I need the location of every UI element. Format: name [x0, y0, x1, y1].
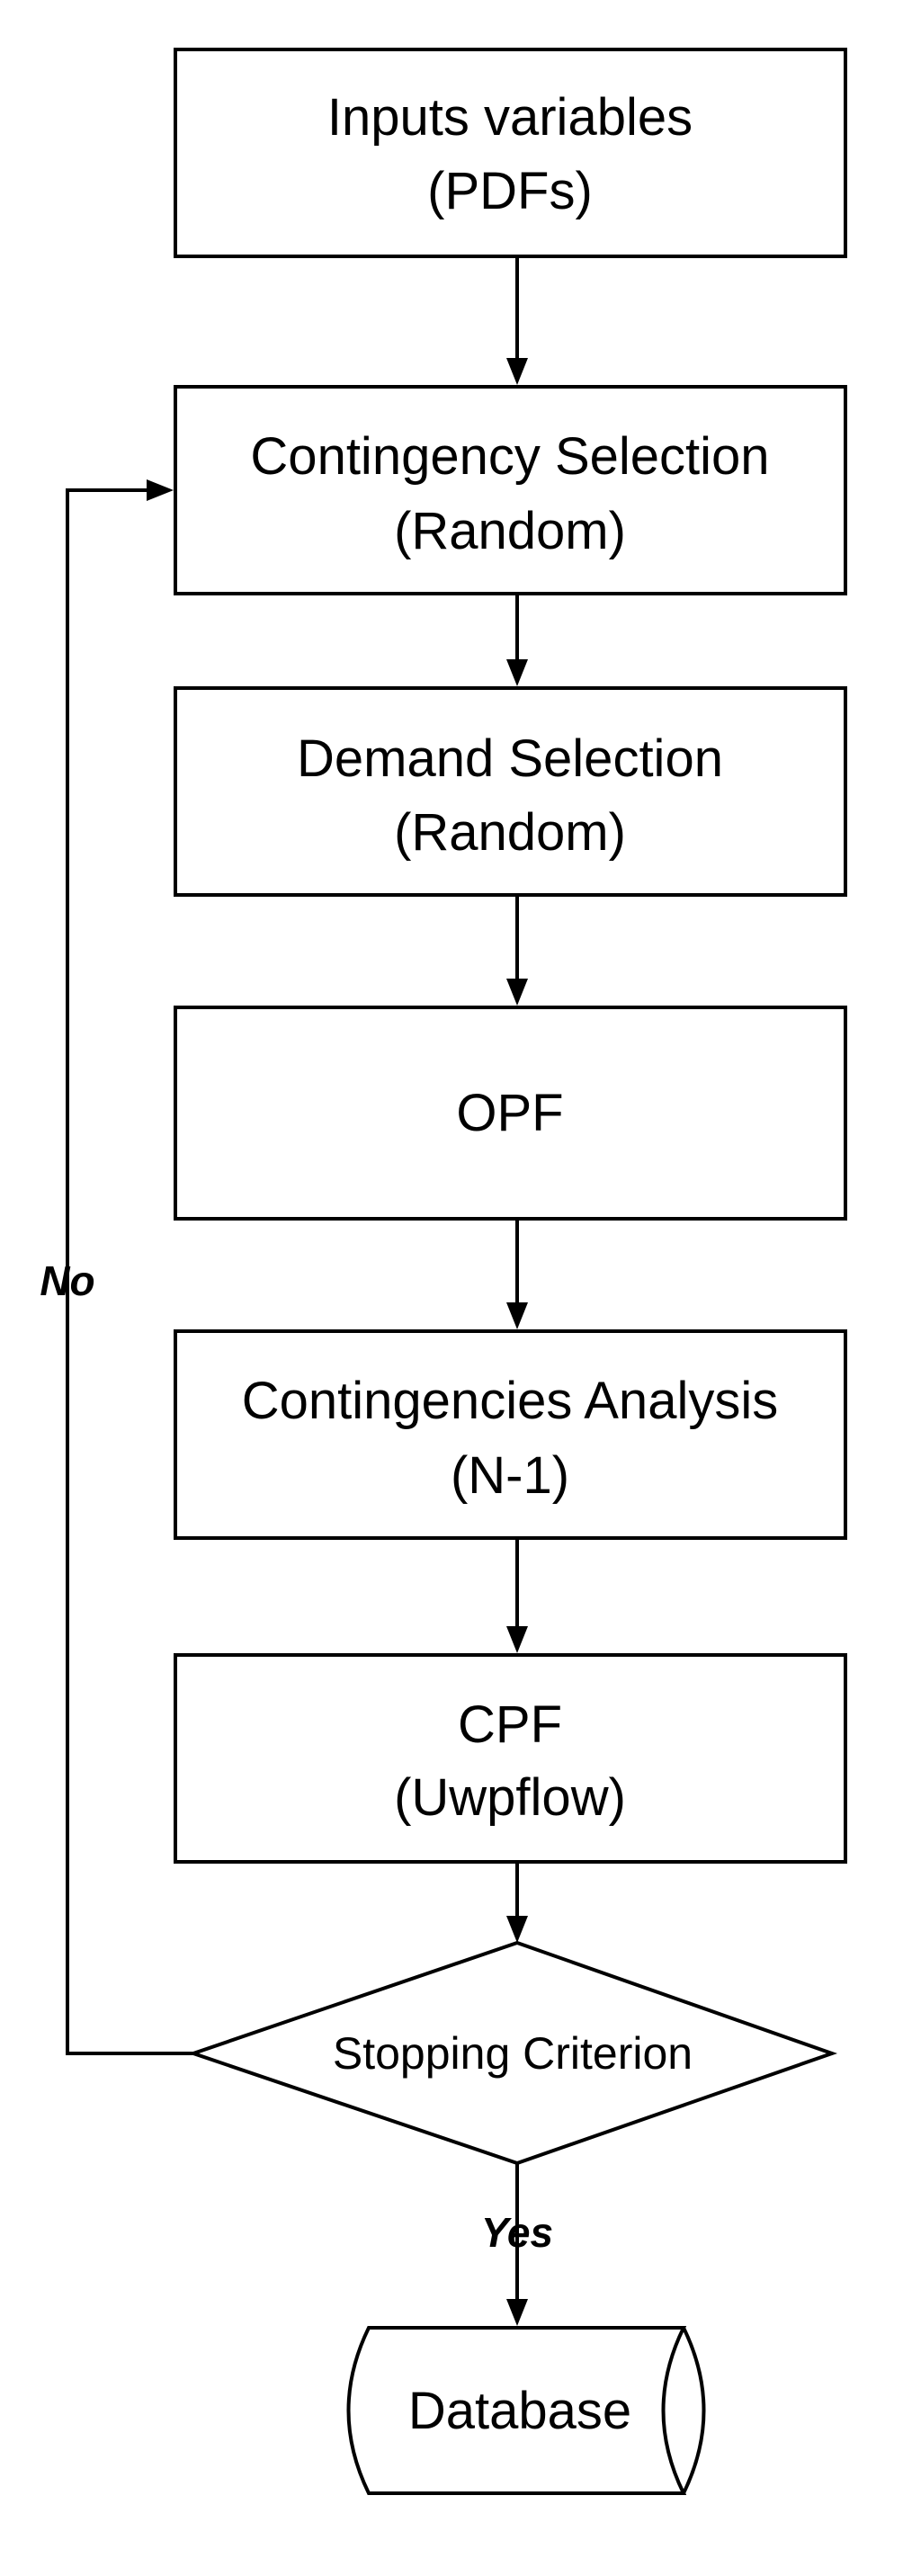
node-opf: OPF [174, 1006, 847, 1221]
arrow-opf-to-analysis [506, 1219, 528, 1329]
node-cpf-line-2: (Uwpflow) [394, 1768, 626, 1827]
node-contingency-selection: Contingency Selection (Random) [174, 385, 847, 595]
node-cpf: CPF (Uwpflow) [174, 1653, 847, 1864]
edge-label-yes: Yes [481, 2209, 553, 2256]
node-demand-selection-line-2: (Random) [394, 803, 626, 862]
node-contingency-selection-line-2: (Random) [394, 502, 626, 560]
node-contingencies-analysis: Contingencies Analysis (N-1) [174, 1329, 847, 1540]
decision-stopping-criterion-label: Stopping Criterion [333, 2028, 693, 2079]
node-inputs-variables-line-1: Inputs variables [327, 88, 693, 147]
arrow-inputs-to-contingency [506, 256, 528, 385]
node-inputs-variables: Inputs variables (PDFs) [174, 48, 847, 258]
node-demand-selection: Demand Selection (Random) [174, 686, 847, 897]
node-contingencies-analysis-line-1: Contingencies Analysis [242, 1372, 778, 1430]
arrow-demand-to-opf [506, 895, 528, 1006]
node-database-label: Database [408, 2382, 631, 2440]
node-demand-selection-line-1: Demand Selection [297, 729, 723, 788]
arrow-decision-yes-to-database [506, 2163, 528, 2326]
edge-label-no: No [40, 1257, 94, 1304]
node-opf-line-1: OPF [456, 1084, 563, 1142]
arrow-decision-no-loop-back [66, 479, 193, 2055]
node-contingencies-analysis-line-2: (N-1) [451, 1446, 569, 1505]
decision-stopping-criterion: Stopping Criterion [187, 1940, 838, 2166]
node-database: Database [346, 2326, 706, 2495]
node-cpf-line-1: CPF [458, 1695, 562, 1754]
arrow-analysis-to-cpf [506, 1538, 528, 1653]
arrow-cpf-to-decision [506, 1862, 528, 1943]
arrow-contingency-to-demand [506, 594, 528, 686]
node-contingency-selection-line-1: Contingency Selection [250, 427, 769, 486]
node-inputs-variables-line-2: (PDFs) [427, 162, 593, 220]
